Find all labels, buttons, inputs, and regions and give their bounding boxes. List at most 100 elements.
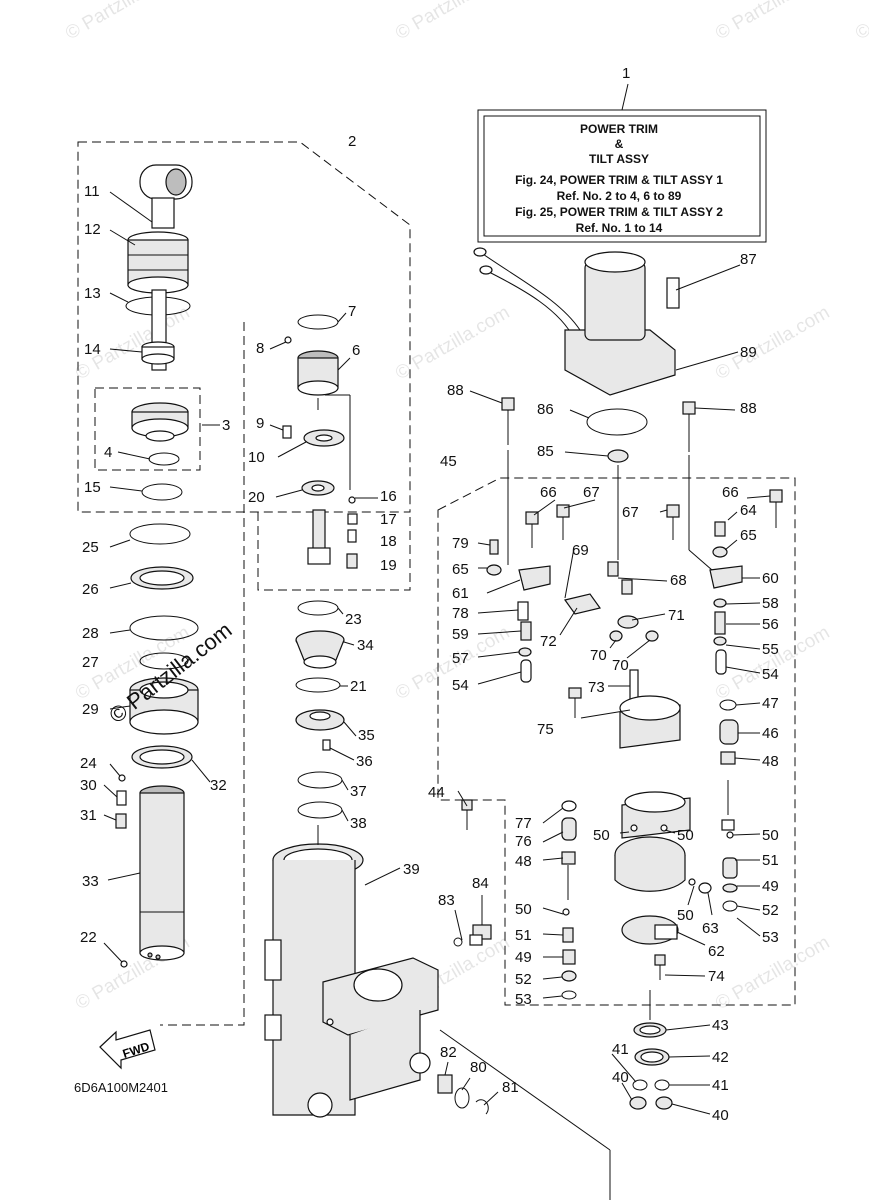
label-49b: 49 bbox=[762, 878, 779, 895]
label-34: 34 bbox=[357, 637, 374, 654]
label-23: 23 bbox=[345, 611, 362, 628]
trim-motor bbox=[473, 247, 680, 396]
label-14: 14 bbox=[84, 341, 101, 358]
label-86: 86 bbox=[537, 401, 554, 418]
label-2: 2 bbox=[348, 133, 356, 150]
label-78: 78 bbox=[452, 605, 469, 622]
label-51a: 51 bbox=[515, 927, 532, 944]
label-88a: 88 bbox=[447, 382, 464, 399]
label-70a: 70 bbox=[590, 647, 607, 664]
label-87: 87 bbox=[740, 251, 757, 268]
label-50c: 50 bbox=[762, 827, 779, 844]
label-57: 57 bbox=[452, 650, 469, 667]
label-3: 3 bbox=[222, 417, 230, 434]
label-61: 61 bbox=[452, 585, 469, 602]
label-89: 89 bbox=[740, 344, 757, 361]
label-54a: 54 bbox=[452, 677, 469, 694]
label-84: 84 bbox=[472, 875, 489, 892]
label-50a: 50 bbox=[593, 827, 610, 844]
watermark-text-1: © Partzilla.com bbox=[392, 0, 513, 44]
label-35: 35 bbox=[358, 727, 375, 744]
label-30: 30 bbox=[80, 777, 97, 794]
title-line-2: & bbox=[615, 137, 624, 151]
watermark-text-9: © Partzilla.com bbox=[712, 622, 833, 704]
label-49a: 49 bbox=[515, 949, 532, 966]
label-17: 17 bbox=[380, 511, 397, 528]
label-73: 73 bbox=[588, 679, 605, 696]
title-line-5: Ref. No. 2 to 4, 6 to 89 bbox=[557, 189, 682, 203]
label-41a: 41 bbox=[612, 1041, 629, 1058]
label-59: 59 bbox=[452, 626, 469, 643]
label-76: 76 bbox=[515, 833, 532, 850]
watermark-text-0: © Partzilla.com bbox=[62, 0, 183, 44]
title-line-6: Fig. 25, POWER TRIM & TILT ASSY 2 bbox=[515, 205, 723, 219]
label-40b: 40 bbox=[712, 1107, 729, 1124]
label-63: 63 bbox=[702, 920, 719, 937]
label-42: 42 bbox=[712, 1049, 729, 1066]
tilt-cylinder-body bbox=[264, 843, 439, 1118]
label-37: 37 bbox=[350, 783, 367, 800]
label-70b: 70 bbox=[612, 657, 629, 674]
label-40a: 40 bbox=[612, 1069, 629, 1086]
label-12: 12 bbox=[84, 221, 101, 238]
label-82: 82 bbox=[440, 1044, 457, 1061]
label-67b: 67 bbox=[622, 504, 639, 521]
label-71: 71 bbox=[668, 607, 685, 624]
label-60: 60 bbox=[762, 570, 779, 587]
label-68: 68 bbox=[670, 572, 687, 589]
label-65a: 65 bbox=[452, 561, 469, 578]
label-19: 19 bbox=[380, 557, 397, 574]
left-column-parts: FWD bbox=[99, 164, 199, 1070]
title-box: POWER TRIM & TILT ASSY Fig. 24, POWER TR… bbox=[477, 83, 767, 243]
label-66b: 66 bbox=[722, 484, 739, 501]
label-18: 18 bbox=[380, 533, 397, 550]
label-53b: 53 bbox=[762, 929, 779, 946]
label-72: 72 bbox=[540, 633, 557, 650]
label-79: 79 bbox=[452, 535, 469, 552]
label-4: 4 bbox=[104, 444, 112, 461]
label-29: 29 bbox=[82, 701, 99, 718]
label-38: 38 bbox=[350, 815, 367, 832]
label-50d: 50 bbox=[677, 907, 694, 924]
label-31: 31 bbox=[80, 807, 97, 824]
label-15: 15 bbox=[84, 479, 101, 496]
watermark-text-6: © Partzilla.com bbox=[712, 302, 833, 384]
label-27: 27 bbox=[82, 654, 99, 671]
label-44: 44 bbox=[428, 784, 445, 801]
middle-column-parts bbox=[282, 314, 358, 819]
leader-lines bbox=[103, 191, 771, 1200]
label-53a: 53 bbox=[515, 991, 532, 1008]
label-64: 64 bbox=[740, 502, 757, 519]
label-48a: 48 bbox=[515, 853, 532, 870]
label-8: 8 bbox=[256, 340, 264, 357]
title-line-4: Fig. 24, POWER TRIM & TILT ASSY 1 bbox=[515, 173, 723, 187]
drawing-code: 6D6A100M2401 bbox=[74, 1080, 168, 1095]
label-33: 33 bbox=[82, 873, 99, 890]
label-20: 20 bbox=[248, 489, 265, 506]
label-48b: 48 bbox=[762, 753, 779, 770]
label-7: 7 bbox=[348, 303, 356, 320]
label-56: 56 bbox=[762, 616, 779, 633]
label-16: 16 bbox=[380, 488, 397, 505]
label-75: 75 bbox=[537, 721, 554, 738]
label-9: 9 bbox=[256, 415, 264, 432]
label-10: 10 bbox=[248, 449, 265, 466]
label-83: 83 bbox=[438, 892, 455, 909]
label-50e: 50 bbox=[515, 901, 532, 918]
label-81: 81 bbox=[502, 1079, 519, 1096]
label-80: 80 bbox=[470, 1059, 487, 1076]
label-26: 26 bbox=[82, 581, 99, 598]
label-62: 62 bbox=[708, 943, 725, 960]
label-36: 36 bbox=[356, 753, 373, 770]
label-54b: 54 bbox=[762, 666, 779, 683]
label-28: 28 bbox=[82, 625, 99, 642]
title-line-1: POWER TRIM bbox=[580, 122, 658, 136]
part-number-labels: 1 2 3 4 6 7 8 9 10 11 12 13 14 15 16 17 … bbox=[80, 65, 779, 1124]
label-74: 74 bbox=[708, 968, 725, 985]
label-55: 55 bbox=[762, 641, 779, 658]
label-46: 46 bbox=[762, 725, 779, 742]
label-43: 43 bbox=[712, 1017, 729, 1034]
label-58: 58 bbox=[762, 595, 779, 612]
